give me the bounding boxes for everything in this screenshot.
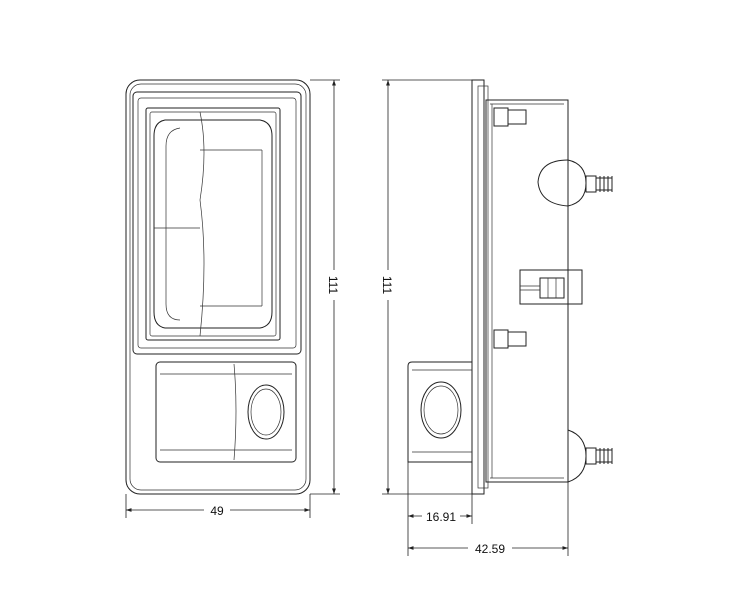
side-pin-top-head bbox=[507, 109, 527, 125]
side-threaded-stud-bottom bbox=[596, 448, 613, 464]
front-view bbox=[125, 79, 311, 495]
side-latch-housing bbox=[519, 269, 583, 305]
side-dome-top-back bbox=[567, 159, 587, 207]
lock-divider bbox=[233, 363, 237, 461]
side-dome-bottom bbox=[567, 429, 587, 483]
handle-pocket-inner bbox=[149, 111, 277, 337]
side-key-cylinder-inner bbox=[423, 385, 459, 435]
front-inner-plate bbox=[129, 83, 307, 491]
lock-housing bbox=[155, 361, 297, 463]
side-flange-inner bbox=[477, 85, 489, 489]
flange-depth-dimension: 16.91 bbox=[407, 462, 473, 524]
side-flange bbox=[471, 79, 485, 495]
overall-depth-dimension: 42.59 bbox=[407, 482, 569, 556]
front-outer-plate bbox=[125, 79, 311, 495]
side-pin-bottom bbox=[493, 329, 509, 349]
side-stud-base-bottom bbox=[585, 447, 597, 465]
side-height-dimension: 111 bbox=[380, 79, 472, 495]
front-width-label: 49 bbox=[210, 504, 224, 518]
front-width-dimension: 49 bbox=[125, 494, 311, 518]
side-lock-housing bbox=[407, 361, 473, 463]
side-height-label: 111 bbox=[380, 276, 394, 295]
side-key-cylinder bbox=[420, 381, 462, 439]
side-pin-bottom-head bbox=[507, 331, 527, 347]
front-height-dimension: 111 bbox=[310, 79, 341, 495]
side-pin-top bbox=[493, 107, 509, 127]
handle-recess-inner bbox=[137, 97, 297, 349]
side-stud-base-top bbox=[585, 175, 597, 193]
side-latch-bolt bbox=[539, 277, 565, 299]
side-threaded-stud-top bbox=[596, 176, 613, 192]
key-cylinder-inner bbox=[250, 388, 282, 436]
front-height-label: 111 bbox=[326, 276, 340, 295]
handle-edge-left bbox=[165, 127, 181, 321]
handle-pocket bbox=[145, 107, 281, 341]
handle-recess-frame bbox=[132, 91, 302, 355]
side-view bbox=[407, 79, 613, 495]
key-cylinder bbox=[247, 384, 285, 440]
side-dome-top bbox=[537, 159, 569, 207]
overall-depth-label: 42.59 bbox=[475, 542, 505, 556]
flange-depth-label: 16.91 bbox=[426, 510, 456, 524]
handle-grip-line bbox=[199, 111, 205, 337]
handle-bar bbox=[153, 119, 273, 329]
